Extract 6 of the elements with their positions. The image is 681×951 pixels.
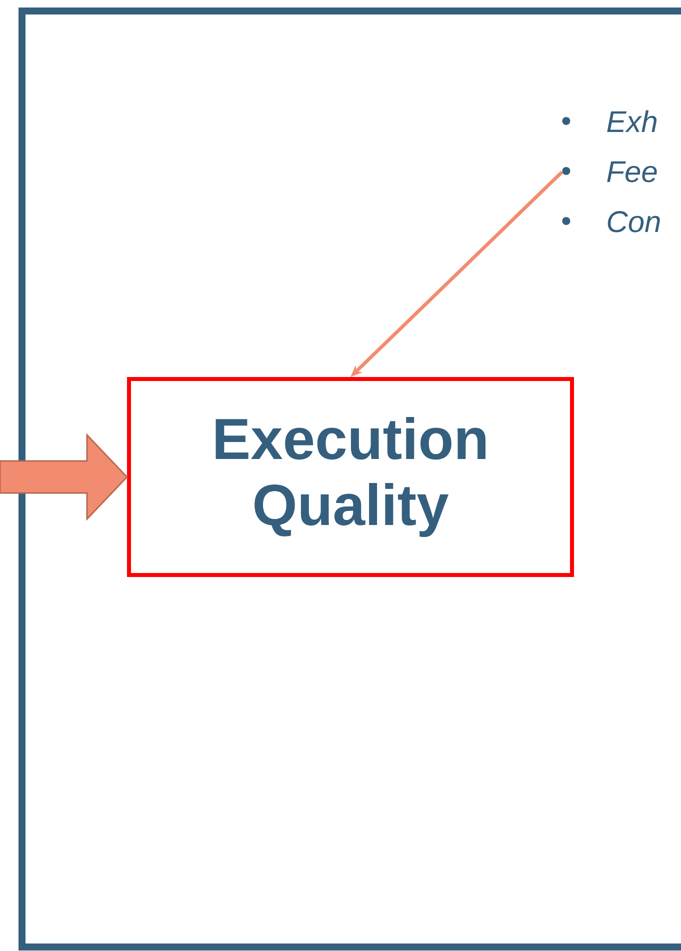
node-label: Con xyxy=(608,211,660,232)
quality-box: Execution Quality xyxy=(127,377,574,577)
block-arrow xyxy=(0,433,128,521)
bullet-list: Exh Fee Con xyxy=(562,110,660,232)
node-label: Fee xyxy=(607,161,657,182)
node-label: Exh xyxy=(607,110,657,132)
